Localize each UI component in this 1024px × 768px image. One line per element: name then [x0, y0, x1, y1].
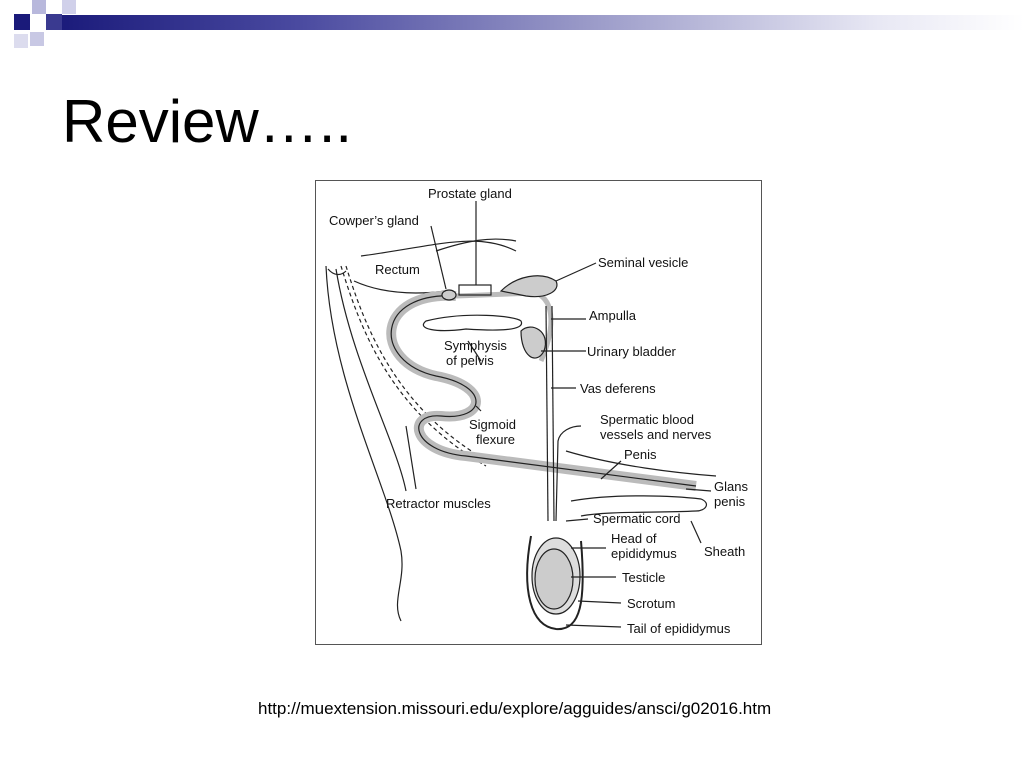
label-tail-epididymus: Tail of epididymus: [627, 621, 731, 636]
decor-square: [62, 0, 76, 14]
header-gradient-bar: [56, 15, 1024, 30]
label-glans-line2: penis: [714, 494, 746, 509]
decor-square: [30, 32, 44, 46]
label-spermatic-cord: Spermatic cord: [593, 511, 680, 526]
decor-square: [14, 34, 28, 48]
label-spermatic-vessels-line2: vessels and nerves: [600, 427, 712, 442]
label-cowpers-gland: Cowper’s gland: [329, 213, 419, 228]
label-glans-line1: Glans: [714, 479, 748, 494]
label-testicle: Testicle: [622, 570, 665, 585]
label-ampulla: Ampulla: [589, 308, 637, 323]
label-scrotum: Scrotum: [627, 596, 675, 611]
label-sheath: Sheath: [704, 544, 745, 559]
label-head-epididymus-line2: epididymus: [611, 546, 677, 561]
label-rectum: Rectum: [375, 262, 420, 277]
label-symphysis-line1: Symphysis: [444, 338, 507, 353]
label-prostate-gland: Prostate gland: [428, 186, 512, 201]
label-vas-deferens: Vas deferens: [580, 381, 656, 396]
label-urinary-bladder: Urinary bladder: [587, 344, 677, 359]
label-sigmoid-line2: flexure: [476, 432, 515, 447]
label-penis: Penis: [624, 447, 657, 462]
diagram-drawing: Prostate gland Cowper’s gland Rectum Sem…: [325, 186, 748, 636]
label-retractor-muscles: Retractor muscles: [386, 496, 491, 511]
label-seminal-vesicle: Seminal vesicle: [598, 255, 688, 270]
decor-square: [14, 14, 30, 30]
slide-title: Review…..: [62, 88, 353, 155]
label-sigmoid-line1: Sigmoid: [469, 417, 516, 432]
reproductive-tract-diagram: Prostate gland Cowper’s gland Rectum Sem…: [315, 180, 762, 645]
source-link[interactable]: http://muextension.missouri.edu/explore/…: [258, 699, 772, 718]
label-symphysis-line2: of pelvis: [446, 353, 494, 368]
header-decoration: [0, 0, 1024, 48]
label-spermatic-vessels-line1: Spermatic blood: [600, 412, 694, 427]
decor-square: [32, 0, 46, 14]
label-head-epididymus-line1: Head of: [611, 531, 657, 546]
decor-square: [46, 14, 62, 30]
